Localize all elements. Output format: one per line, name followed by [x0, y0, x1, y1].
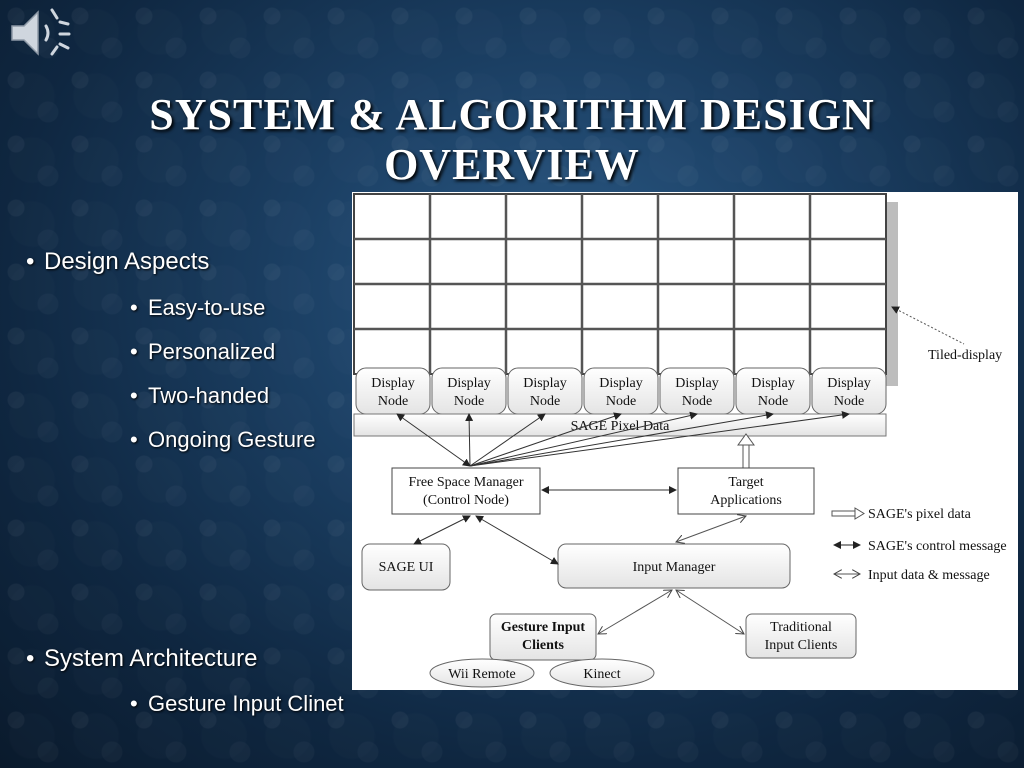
- target-applications-box: Target Applications: [677, 467, 815, 515]
- input-manager-box: Input Manager: [557, 543, 791, 589]
- bullet-design-aspects: •Design Aspects: [26, 248, 210, 275]
- svg-text:Gesture Input: Gesture Input: [501, 620, 585, 635]
- control-arrows: [396, 410, 850, 467]
- display-node: Display Node: [507, 367, 583, 415]
- svg-text:Input data & message: Input data & message: [868, 568, 990, 583]
- traditional-input-clients-box: Traditional Input Clients: [745, 613, 857, 659]
- bullet-list: •Design Aspects •Easy-to-use •Personaliz…: [0, 0, 350, 768]
- svg-text:Node: Node: [378, 394, 408, 409]
- svg-text:Node: Node: [682, 394, 712, 409]
- svg-text:Display: Display: [675, 376, 719, 391]
- wii-remote-node: Wii Remote: [429, 658, 535, 688]
- sub-bullet: •Two-handed: [130, 383, 270, 408]
- svg-text:Display: Display: [523, 376, 567, 391]
- diagram-svg: Tiled-display Display Node Display Node …: [353, 193, 1007, 688]
- svg-text:Node: Node: [530, 394, 560, 409]
- svg-text:Display: Display: [827, 376, 871, 391]
- tiled-display-grid: [353, 193, 898, 386]
- svg-text:SAGE UI: SAGE UI: [379, 560, 434, 575]
- svg-text:SAGE's control message: SAGE's control message: [868, 539, 1007, 554]
- display-nodes: Display Node Display Node Display Node D…: [355, 367, 887, 415]
- bullet-system-architecture: •System Architecture: [26, 645, 258, 672]
- svg-text:Input Clients: Input Clients: [765, 638, 838, 653]
- gesture-input-clients-box: Gesture Input Clients: [489, 613, 597, 661]
- display-node: Display Node: [583, 367, 659, 415]
- svg-text:SAGE's pixel data: SAGE's pixel data: [868, 507, 972, 522]
- svg-text:Target: Target: [728, 475, 763, 490]
- kinect-node: Kinect: [549, 658, 655, 688]
- svg-text:Node: Node: [454, 394, 484, 409]
- svg-text:Display: Display: [447, 376, 491, 391]
- free-space-manager-box: Free Space Manager (Control Node): [391, 467, 541, 515]
- display-node: Display Node: [659, 367, 735, 415]
- bullet-label: Design Aspects: [44, 248, 210, 275]
- svg-text:Node: Node: [758, 394, 788, 409]
- sub-bullet-label: Personalized: [148, 339, 276, 364]
- display-node: Display Node: [735, 367, 811, 415]
- sub-bullet-label: Easy-to-use: [148, 295, 266, 320]
- sub-bullet: •Personalized: [130, 339, 276, 364]
- svg-text:Clients: Clients: [522, 638, 565, 653]
- legend-pixel-data: SAGE's pixel data: [831, 507, 972, 522]
- pixel-data-bar: SAGE Pixel Data: [353, 413, 887, 437]
- svg-text:Node: Node: [834, 394, 864, 409]
- svg-text:Free Space Manager: Free Space Manager: [408, 475, 523, 490]
- title-line-2: OVERVIEW: [384, 140, 640, 189]
- svg-text:(Control Node): (Control Node): [423, 493, 509, 508]
- diagram-legend: SAGE's pixel data SAGE's control message…: [831, 507, 1007, 583]
- display-node: Display Node: [811, 367, 887, 415]
- sub-bullet: •Easy-to-use: [130, 295, 266, 320]
- display-node: Display Node: [431, 367, 507, 415]
- architecture-diagram: Tiled-display Display Node Display Node …: [352, 192, 1018, 690]
- pixel-data-arrow: [737, 433, 755, 469]
- sub-bullet: •Gesture Input Clinet: [130, 691, 344, 716]
- legend-input-data: Input data & message: [834, 568, 990, 583]
- svg-text:Display: Display: [599, 376, 643, 391]
- tiled-display-label: Tiled-display: [928, 348, 1002, 363]
- svg-text:Node: Node: [606, 394, 636, 409]
- svg-text:Input Manager: Input Manager: [633, 560, 716, 575]
- svg-text:Display: Display: [751, 376, 795, 391]
- sage-ui-box: SAGE UI: [361, 543, 451, 591]
- svg-text:Applications: Applications: [710, 493, 782, 508]
- sub-bullet-label: Two-handed: [148, 383, 270, 408]
- title-line-1: SYSTEM & ALGORITHM DESIGN: [149, 90, 875, 139]
- svg-text:Traditional: Traditional: [770, 620, 832, 635]
- svg-text:Display: Display: [371, 376, 415, 391]
- sub-bullet-label: Gesture Input Clinet: [148, 691, 344, 716]
- bullet-label: System Architecture: [44, 645, 258, 672]
- speaker-icon[interactable]: [8, 4, 76, 60]
- display-node: Display Node: [355, 367, 431, 415]
- sub-bullet: •Ongoing Gesture: [130, 427, 316, 452]
- svg-text:Wii Remote: Wii Remote: [448, 667, 515, 682]
- svg-text:Kinect: Kinect: [583, 667, 620, 682]
- slide-title: SYSTEM & ALGORITHM DESIGN OVERVIEW: [0, 90, 1024, 190]
- sub-bullet-label: Ongoing Gesture: [148, 427, 316, 452]
- legend-control-message: SAGE's control message: [833, 539, 1007, 554]
